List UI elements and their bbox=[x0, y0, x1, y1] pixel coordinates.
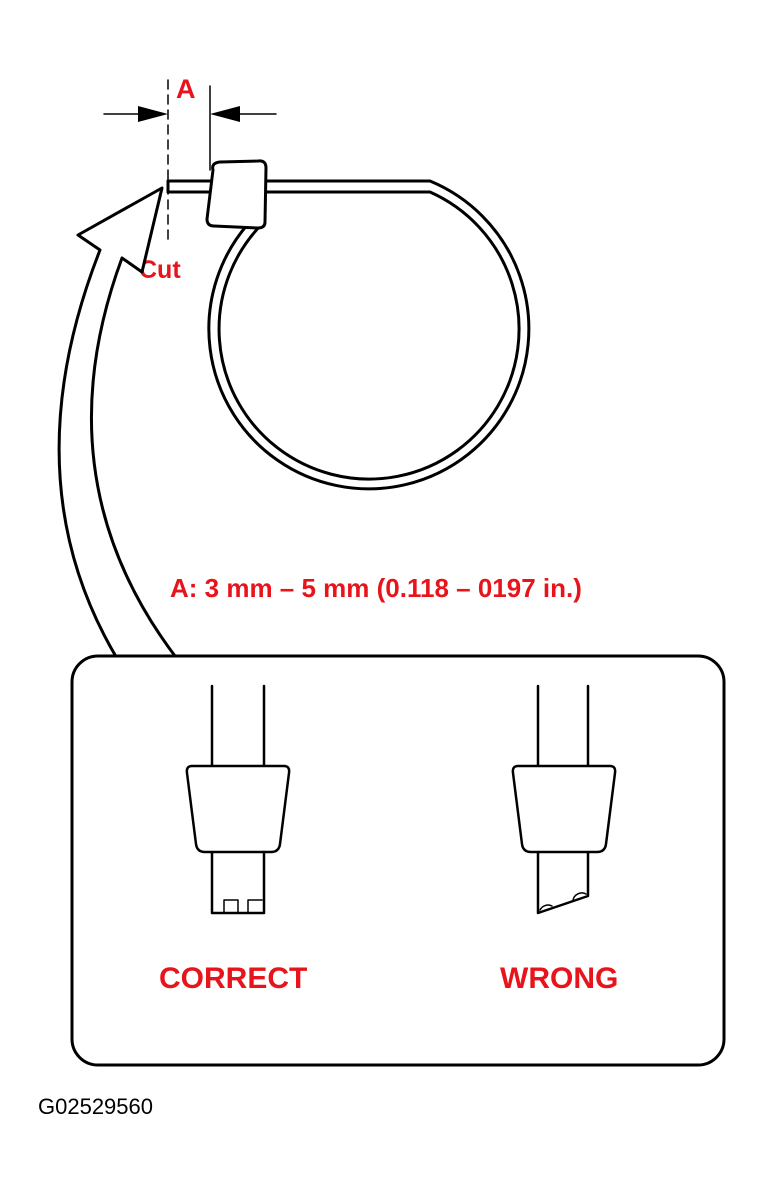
dimension-a-label: A bbox=[176, 74, 196, 104]
figure-id: G02529560 bbox=[38, 1094, 153, 1119]
wrong-label: WRONG bbox=[500, 962, 618, 995]
dimension-left-arrowhead bbox=[138, 106, 168, 122]
comparison-box bbox=[70, 654, 726, 1067]
dimension-a: A bbox=[103, 74, 277, 246]
correct-square-edge-mark bbox=[223, 899, 263, 914]
spec-label: A: 3 mm – 5 mm (0.118 – 0197 in.) bbox=[170, 573, 582, 603]
correct-tie-head bbox=[185, 764, 291, 854]
cable-tie-head bbox=[205, 159, 268, 230]
wrong-strap-end bbox=[536, 850, 590, 915]
wrong-example: WRONG bbox=[500, 684, 618, 995]
correct-example: CORRECT bbox=[159, 684, 307, 995]
wrong-tie-head bbox=[511, 764, 617, 854]
cable-tie-strap-outer bbox=[166, 179, 531, 491]
callout-arrow bbox=[57, 186, 180, 661]
correct-label: CORRECT bbox=[159, 962, 307, 995]
cable-tie-strap-inner bbox=[166, 190, 521, 481]
cable-tie bbox=[166, 159, 531, 491]
wrong-slanted-edge-mark bbox=[539, 892, 587, 911]
dimension-right-arrowhead bbox=[210, 106, 240, 122]
